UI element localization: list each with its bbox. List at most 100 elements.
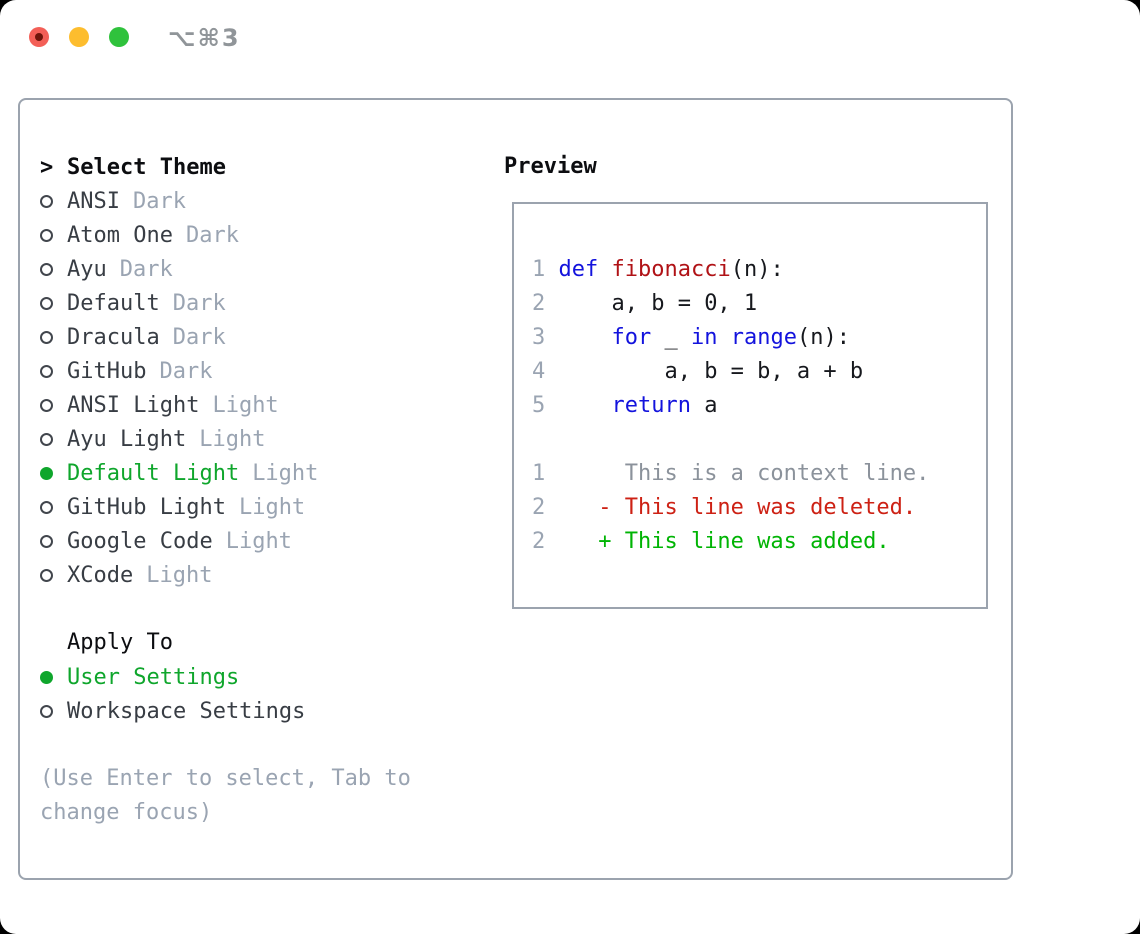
code-line: 1 def fibonacci(n): <box>532 253 986 287</box>
code-token <box>717 325 730 350</box>
code-line: 5 return a <box>532 389 986 423</box>
code-line: 3 for _ in range(n): <box>532 321 986 355</box>
theme-name: Default <box>67 290 160 316</box>
radio-icon <box>40 330 67 344</box>
apply-to-title: Apply To <box>67 630 173 655</box>
apply-to-label: User Settings <box>67 664 240 690</box>
code-token <box>598 257 611 282</box>
radio-icon <box>40 568 67 582</box>
diff-line: 2 - This line was deleted. <box>532 491 986 525</box>
theme-tag: Light <box>146 562 213 588</box>
diff-text: - This line was deleted. <box>545 495 917 520</box>
close-button[interactable] <box>29 27 49 47</box>
line-number: 1 <box>532 257 546 282</box>
select-theme-header: > Select Theme <box>40 150 480 184</box>
theme-name: GitHub <box>67 358 147 384</box>
code-line: 4 a, b = b, a + b <box>532 355 986 389</box>
theme-name: GitHub Light <box>67 494 226 520</box>
line-number: 2 <box>532 291 546 316</box>
code-token: (n): <box>730 257 784 282</box>
radio-icon <box>40 534 67 548</box>
diff-sample: 1 This is a context line.2 - This line w… <box>532 457 986 559</box>
theme-name: Atom One <box>67 222 173 248</box>
radio-selected-icon <box>40 466 67 480</box>
line-number: 4 <box>532 359 546 384</box>
theme-tag: Dark <box>119 256 173 282</box>
theme-name: Default Light <box>67 460 240 486</box>
theme-tag: Dark <box>172 290 226 316</box>
apply-to-label: Workspace Settings <box>67 698 306 724</box>
radio-icon <box>40 432 67 446</box>
theme-option[interactable]: Google Code Light <box>40 524 480 558</box>
theme-tag: Dark <box>132 188 186 214</box>
radio-icon <box>40 364 67 378</box>
line-number: 2 <box>532 495 546 520</box>
radio-icon <box>40 262 67 276</box>
theme-name: ANSI <box>67 188 120 214</box>
minimize-button[interactable] <box>69 27 89 47</box>
theme-option[interactable]: ANSI Dark <box>40 184 480 218</box>
select-theme-title: Select Theme <box>67 154 226 180</box>
theme-name: ANSI Light <box>67 392 200 418</box>
line-number: 5 <box>532 393 546 418</box>
code-token: range <box>730 325 797 350</box>
radio-icon <box>40 500 67 514</box>
prompt-caret-icon: > <box>40 154 54 180</box>
code-token <box>545 325 611 350</box>
window-title: ⌥⌘3 <box>168 24 241 52</box>
theme-option[interactable]: Ayu Dark <box>40 252 480 286</box>
code-token: fibonacci <box>611 257 731 282</box>
zoom-button[interactable] <box>109 27 129 47</box>
theme-tag: Light <box>225 528 292 554</box>
code-token: a, b = 0, 1 <box>545 291 758 316</box>
theme-option[interactable]: XCode Light <box>40 558 480 592</box>
line-number: 3 <box>532 325 546 350</box>
code-token: a, b = b, a + b <box>545 359 864 384</box>
theme-option[interactable]: GitHub Dark <box>40 354 480 388</box>
theme-option[interactable]: Default Light Light <box>40 456 480 490</box>
apply-to-option[interactable]: User Settings <box>40 660 480 694</box>
code-token: in <box>690 325 718 350</box>
preview-column: Preview 1 def fibonacci(n):2 a, b = 0, 1… <box>504 150 994 609</box>
code-token: def <box>558 257 599 282</box>
theme-tag: Dark <box>159 358 213 384</box>
theme-option[interactable]: Atom One Dark <box>40 218 480 252</box>
code-token: return <box>611 393 691 418</box>
theme-name: Google Code <box>67 528 213 554</box>
theme-tag: Dark <box>172 324 226 350</box>
radio-icon <box>40 194 67 208</box>
line-number: 1 <box>532 461 546 486</box>
theme-tag: Light <box>252 460 319 486</box>
diff-line: 1 This is a context line. <box>532 457 986 491</box>
theme-option[interactable]: Default Dark <box>40 286 480 320</box>
code-line: 2 a, b = 0, 1 <box>532 287 986 321</box>
spacer <box>40 728 480 762</box>
apply-to-option[interactable]: Workspace Settings <box>40 694 480 728</box>
line-number: 2 <box>532 529 546 554</box>
theme-option[interactable]: ANSI Light Light <box>40 388 480 422</box>
theme-tag: Dark <box>185 222 239 248</box>
code-token: _ <box>651 325 691 350</box>
theme-tag: Light <box>212 392 279 418</box>
theme-name: Ayu <box>67 256 107 282</box>
help-text: (Use Enter to select, Tab to change focu… <box>40 766 411 825</box>
diff-text: This is a context line. <box>545 461 930 486</box>
radio-icon <box>40 704 67 718</box>
radio-icon <box>40 398 67 412</box>
spacer <box>532 423 986 457</box>
code-token <box>545 257 558 282</box>
radio-icon <box>40 228 67 242</box>
code-token: for <box>611 325 652 350</box>
code-token: a <box>690 393 718 418</box>
preview-title: Preview <box>504 154 597 179</box>
theme-name: XCode <box>67 562 134 588</box>
diff-line: 2 + This line was added. <box>532 525 986 559</box>
theme-name: Ayu Light <box>67 426 187 452</box>
